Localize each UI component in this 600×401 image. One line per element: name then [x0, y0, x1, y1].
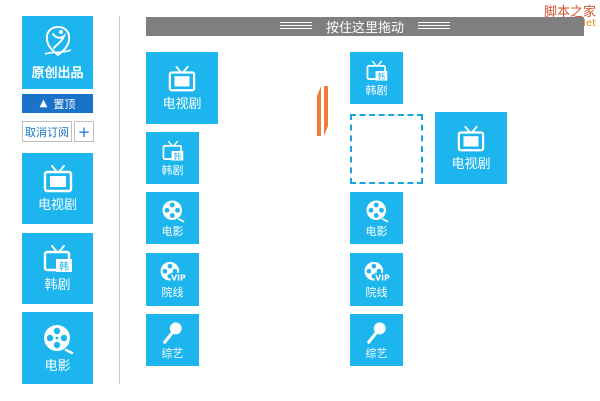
tv-korean-icon: 韩 [366, 60, 387, 81]
pin-label: 置顶 [53, 97, 76, 111]
tile-label: 电视剧 [451, 156, 491, 172]
film-reel-icon [162, 200, 184, 222]
left-tile-tv[interactable]: 电视剧 [146, 52, 218, 124]
film-reel-icon [366, 200, 388, 222]
pin-to-top-button[interactable]: ▲ 置顶 [22, 94, 93, 113]
tv-icon [457, 125, 485, 151]
unsubscribe-button[interactable]: 取消订阅 [22, 121, 72, 142]
left-tile-variety[interactable]: 综艺 [146, 314, 199, 366]
korean-badge: 韩 [59, 260, 69, 273]
brand-logo-icon [44, 25, 71, 57]
brand-tile[interactable]: 原创出品 [22, 16, 93, 89]
tv-korean-icon: 韩 [43, 245, 72, 273]
vip-badge: VIP [171, 274, 186, 283]
unsubscribe-label: 取消订阅 [25, 125, 69, 139]
vertical-divider [119, 16, 120, 384]
tile-label: 电影 [365, 224, 388, 238]
watermark-line1: 脚本之家 [543, 5, 596, 20]
tile-label: 韩剧 [365, 83, 388, 97]
tv-icon [168, 65, 196, 91]
vip-badge: VIP [375, 274, 390, 283]
microphone-icon [366, 321, 386, 344]
korean-badge: 韩 [377, 72, 385, 81]
tile-label: 电视剧 [162, 96, 202, 112]
sidebar-item-label: 韩剧 [44, 278, 71, 293]
right-tile-cinema[interactable]: VIP 院线 [350, 253, 403, 306]
swap-arrows-icon [317, 86, 328, 136]
tile-label: 综艺 [161, 346, 184, 360]
film-vip-icon: VIP [160, 261, 186, 283]
add-button[interactable]: + [74, 121, 94, 142]
drag-handle-bar[interactable]: 按住这里拖动 [146, 17, 584, 36]
tv-icon [43, 165, 72, 193]
left-tile-cinema[interactable]: VIP 院线 [146, 253, 199, 306]
sidebar-item-korean-drama[interactable]: 韩 韩剧 [22, 233, 93, 304]
sidebar-item-label: 电影 [44, 358, 71, 374]
brand-label: 原创出品 [31, 66, 84, 81]
left-tile-movie[interactable]: 电影 [146, 192, 199, 244]
drag-bar-label: 按住这里拖动 [325, 21, 404, 36]
film-reel-icon [43, 324, 73, 354]
right-tile-variety[interactable]: 综艺 [350, 314, 403, 366]
right-tile-korean-drama[interactable]: 韩 韩剧 [350, 52, 403, 104]
film-vip-icon: VIP [364, 261, 390, 283]
drop-placeholder[interactable] [350, 114, 423, 184]
grip-lines-icon [279, 22, 312, 31]
dragging-tile-tv[interactable]: 电视剧 [435, 112, 507, 184]
korean-badge: 韩 [173, 152, 181, 161]
sidebar-item-tv[interactable]: 电视剧 [22, 153, 93, 224]
sidebar-item-label: 电视剧 [37, 198, 77, 213]
grip-lines-icon [418, 22, 450, 31]
arrow-up-icon: ▲ [39, 98, 48, 109]
tile-label: 院线 [161, 286, 184, 299]
left-tile-korean-drama[interactable]: 韩 韩剧 [146, 132, 199, 184]
add-label: + [77, 122, 91, 141]
tile-label: 电影 [161, 224, 184, 238]
right-tile-movie[interactable]: 电影 [350, 192, 403, 244]
tile-label: 韩剧 [161, 163, 184, 177]
tile-label: 院线 [365, 286, 388, 299]
sidebar-item-movie[interactable]: 电影 [22, 312, 93, 384]
microphone-icon [162, 321, 182, 344]
tile-label: 综艺 [365, 346, 388, 360]
tv-korean-icon: 韩 [162, 140, 183, 161]
